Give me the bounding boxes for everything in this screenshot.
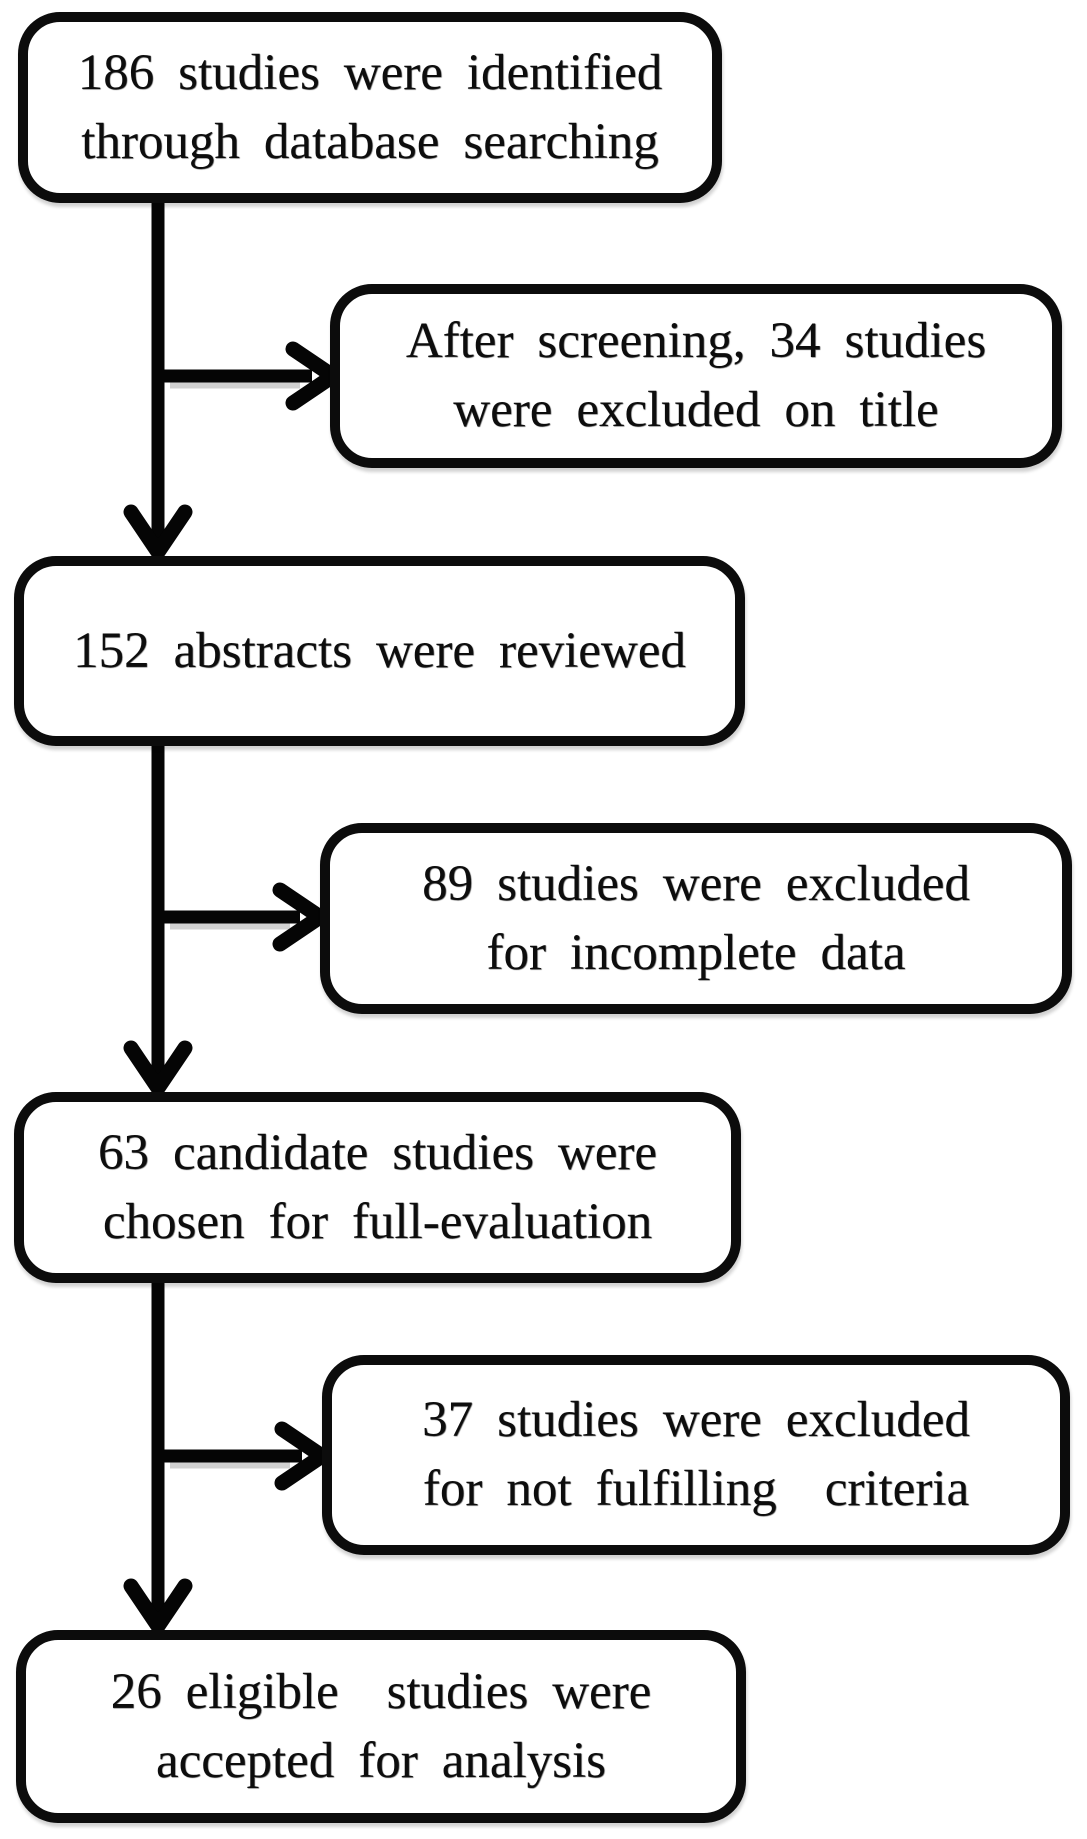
- flow-box-text-line: for not fulfilling criteria: [422, 1461, 970, 1517]
- flow-box-text-line: 89 studies were excluded: [422, 855, 970, 912]
- flow-box-identified: 186 studies were identified through data…: [18, 12, 722, 203]
- flow-box-text-line: chosen for full-evaluation: [102, 1193, 653, 1250]
- flow-box-full-evaluation: 63 candidate studies were chosen for ful…: [14, 1092, 741, 1283]
- flow-box-excluded-criteria: 37 studies were excluded for not fulfill…: [322, 1355, 1070, 1555]
- flow-box-text-line: After screening, 34 studies: [405, 313, 987, 369]
- flow-box-excluded-incomplete-data: 89 studies were excluded for incomplete …: [320, 823, 1072, 1014]
- flow-box-abstracts-reviewed: 152 abstracts were reviewed: [14, 556, 745, 746]
- flow-box-text-line: 152 abstracts were reviewed: [73, 622, 686, 679]
- flow-box-excluded-on-title: After screening, 34 studies were exclude…: [330, 284, 1062, 468]
- flow-box-text-line: for incomplete data: [486, 924, 906, 981]
- arrowhead-down-1-icon: [123, 504, 193, 560]
- arrowhead-down-2-icon: [123, 1040, 193, 1096]
- flow-box-text-line: 26 eligible studies were: [110, 1663, 652, 1720]
- flow-box-text-line: 63 candidate studies were: [97, 1124, 658, 1181]
- flow-box-text-line: accepted for analysis: [155, 1732, 607, 1789]
- flow-box-text-line: were excluded on title: [453, 382, 939, 438]
- flow-box-text-line: 37 studies were excluded: [422, 1392, 970, 1448]
- arrowhead-down-3-icon: [123, 1578, 193, 1634]
- flow-box-accepted-analysis: 26 eligible studies were accepted for an…: [16, 1630, 746, 1823]
- flow-box-text-line: through database searching: [81, 113, 659, 170]
- flow-box-text-line: 186 studies were identified: [77, 44, 663, 101]
